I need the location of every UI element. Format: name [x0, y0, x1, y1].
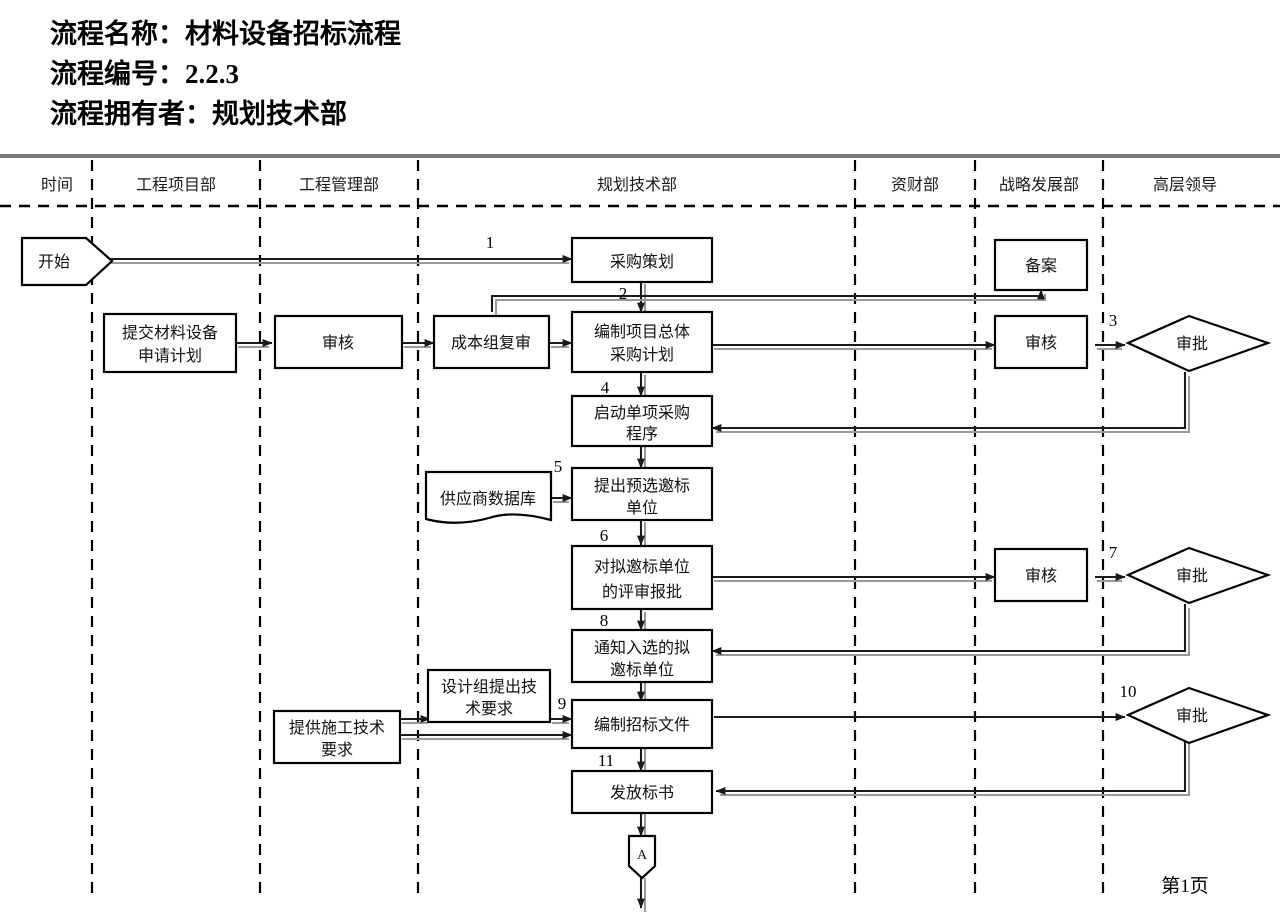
step-number-7: 7 — [1109, 543, 1118, 562]
node-approve1[interactable]: 审批 — [1125, 314, 1272, 373]
connector-eval-to-review3 — [712, 573, 996, 583]
lane-header-finance: 资财部 — [891, 176, 939, 194]
connector-provide-tech-to-design-tech — [400, 715, 431, 725]
connector-submit-to-review1 — [236, 339, 273, 349]
node-design-tech-label-l2: 术要求 — [465, 700, 513, 718]
node-review3[interactable]: 审核 — [993, 547, 1089, 603]
node-review2-label: 审核 — [1025, 334, 1057, 352]
node-start-label: 开始 — [38, 253, 70, 271]
step-number-5: 5 — [554, 457, 563, 476]
connector-approve3-to-issue-docs — [715, 740, 1191, 797]
node-cost-review-label: 成本组复审 — [451, 334, 531, 352]
node-review1-label: 审核 — [322, 334, 354, 352]
step-number-1: 1 — [486, 233, 495, 252]
step-number-10: 10 — [1120, 682, 1137, 701]
node-supplier-db-label: 供应商数据库 — [440, 489, 536, 508]
node-purchase-plan-label: 采购策划 — [610, 253, 674, 271]
node-notify-selected-label-l1: 通知入选的拟 — [594, 639, 690, 657]
node-review1[interactable]: 审核 — [273, 314, 404, 370]
node-approve1-label: 审批 — [1176, 335, 1208, 353]
node-submit-request-label-l2: 申请计划 — [138, 347, 202, 365]
node-preselect-label-l2: 单位 — [626, 499, 658, 517]
process-number-line: 流程编号：2.2.3 — [50, 59, 239, 89]
node-provide-tech[interactable]: 提供施工技术 要求 — [272, 709, 402, 765]
connector-cost-review-to-overall-plan — [549, 339, 573, 349]
node-cost-review[interactable]: 成本组复审 — [432, 314, 551, 370]
node-approve3[interactable]: 审批 — [1125, 686, 1272, 745]
node-submit-request-label-l1: 提交材料设备 — [122, 324, 218, 342]
node-approve2-label: 审批 — [1176, 567, 1208, 585]
node-overall-plan-label-l1: 编制项目总体 — [594, 323, 690, 341]
connector-review2-to-approve1 — [1095, 341, 1126, 351]
connector-approve2-to-notify — [711, 604, 1191, 657]
lane-header-engmgmt: 工程管理部 — [299, 176, 379, 194]
connector-cost-review-to-record — [490, 289, 1047, 316]
connector-overall-plan-to-review2 — [712, 341, 996, 351]
node-start-single-label-l1: 启动单项采购 — [594, 404, 690, 422]
step-number-2: 2 — [619, 284, 628, 303]
step-number-8: 8 — [600, 611, 609, 630]
node-record-file-label: 备案 — [1025, 257, 1057, 275]
connector-approve1-to-start-single — [711, 372, 1191, 434]
connector-preselect-to-eval — [637, 519, 647, 549]
node-overall-plan[interactable]: 编制项目总体 采购计划 — [570, 310, 714, 374]
node-start[interactable]: 开始 — [20, 236, 114, 287]
node-prepare-docs-label: 编制招标文件 — [594, 716, 690, 734]
node-submit-request[interactable]: 提交材料设备 申请计划 — [102, 312, 238, 374]
node-notify-selected[interactable]: 通知入选的拟 邀标单位 — [570, 628, 714, 684]
node-prepare-docs[interactable]: 编制招标文件 — [570, 698, 714, 750]
process-name-line: 流程名称：材料设备招标流程 — [50, 19, 401, 49]
step-number-6: 6 — [600, 526, 609, 545]
node-connector-a-label: A — [637, 848, 648, 863]
node-eval-report-label-l1: 对拟邀标单位 — [594, 558, 690, 576]
node-notify-selected-label-l2: 邀标单位 — [610, 661, 674, 679]
lane-header-exec: 高层领导 — [1153, 176, 1217, 194]
node-start-single-label-l2: 程序 — [626, 425, 658, 443]
node-record-file[interactable]: 备案 — [993, 238, 1089, 292]
node-start-single[interactable]: 启动单项采购 程序 — [570, 394, 714, 448]
lane-header-strategy: 战略发展部 — [999, 176, 1079, 194]
node-eval-report[interactable]: 对拟邀标单位 的评审报批 — [570, 544, 714, 611]
node-eval-report-label-l2: 的评审报批 — [602, 583, 682, 601]
document-header: 流程名称：材料设备招标流程 流程编号：2.2.3 流程拥有者：规划技术部 — [50, 14, 950, 134]
node-overall-plan-label-l2: 采购计划 — [610, 346, 674, 364]
connector-supplier-db-to-preselect — [551, 494, 573, 504]
node-approve2[interactable]: 审批 — [1125, 546, 1272, 605]
lane-header-time: 时间 — [41, 176, 73, 194]
connector-a-downward — [637, 875, 647, 912]
node-issue-docs[interactable]: 发放标书 — [570, 769, 714, 815]
node-provide-tech-label-l2: 要求 — [321, 741, 353, 759]
node-issue-docs-label: 发放标书 — [610, 784, 674, 802]
connector-start-to-purchase-plan — [108, 255, 573, 265]
node-design-tech-label-l1: 设计组提出技 — [441, 678, 537, 696]
connector-review1-to-cost-review — [402, 339, 435, 349]
lane-header-project: 工程项目部 — [136, 176, 216, 194]
node-review2[interactable]: 审核 — [993, 314, 1089, 370]
node-preselect-label-l1: 提出预选邀标 — [594, 477, 690, 495]
step-number-3: 3 — [1109, 311, 1118, 330]
node-provide-tech-label-l1: 提供施工技术 — [289, 719, 385, 737]
lane-header-planning: 规划技术部 — [597, 176, 677, 194]
step-number-11: 11 — [598, 751, 614, 770]
step-number-4: 4 — [601, 378, 610, 397]
node-connector-a[interactable]: A — [627, 834, 657, 880]
page-number: 第1页 — [1161, 875, 1209, 897]
node-purchase-plan[interactable]: 采购策划 — [570, 236, 714, 284]
node-review3-label: 审核 — [1025, 567, 1057, 585]
node-supplier-db[interactable]: 供应商数据库 — [424, 470, 553, 524]
connector-review3-to-approve2 — [1095, 573, 1126, 583]
node-preselect[interactable]: 提出预选邀标 单位 — [570, 466, 714, 522]
process-owner-line: 流程拥有者：规划技术部 — [50, 99, 347, 129]
node-design-tech[interactable]: 设计组提出技 术要求 — [426, 668, 552, 724]
connector-design-tech-to-prepare-docs — [550, 715, 573, 725]
step-number-9: 9 — [558, 694, 567, 713]
connector-provide-tech-to-prepare-docs — [400, 731, 573, 741]
node-approve3-label: 审批 — [1176, 707, 1208, 725]
